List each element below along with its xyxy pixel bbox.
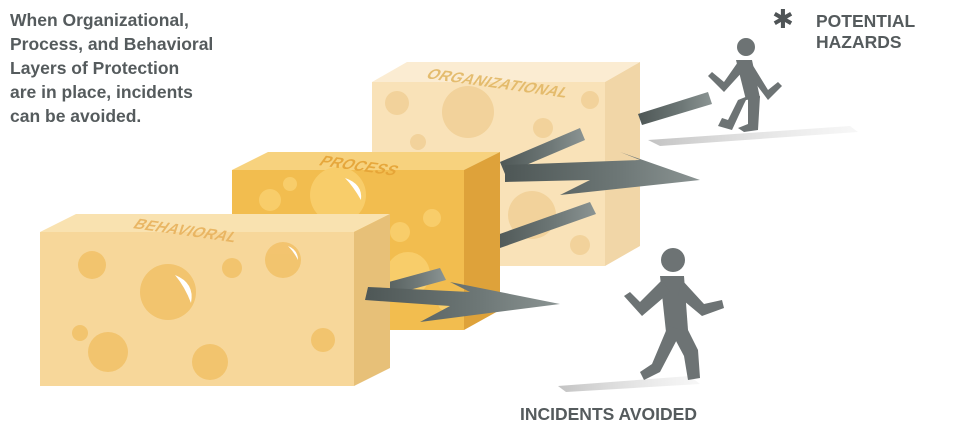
behavioral-layer: BEHAVIORAL xyxy=(40,214,390,386)
avoided-figure-shadow xyxy=(558,376,700,392)
asterisk-icon: ✱ xyxy=(772,9,794,31)
intro-text: When Organizational, Process, and Behavi… xyxy=(10,8,310,128)
intro-line: Layers of Protection xyxy=(10,56,310,80)
intro-line: Process, and Behavioral xyxy=(10,32,310,56)
intro-line: can be avoided. xyxy=(10,104,310,128)
trajectory-arrow-entry xyxy=(638,92,712,125)
intro-line: When Organizational, xyxy=(10,8,310,32)
intro-line: are in place, incidents xyxy=(10,80,310,104)
hazard-figure xyxy=(648,38,858,146)
avoided-figure xyxy=(558,248,724,392)
hazards-line: POTENTIAL xyxy=(816,11,967,32)
incidents-avoided-label: INCIDENTS AVOIDED xyxy=(520,404,697,424)
hazards-line: HAZARDS xyxy=(816,32,967,53)
